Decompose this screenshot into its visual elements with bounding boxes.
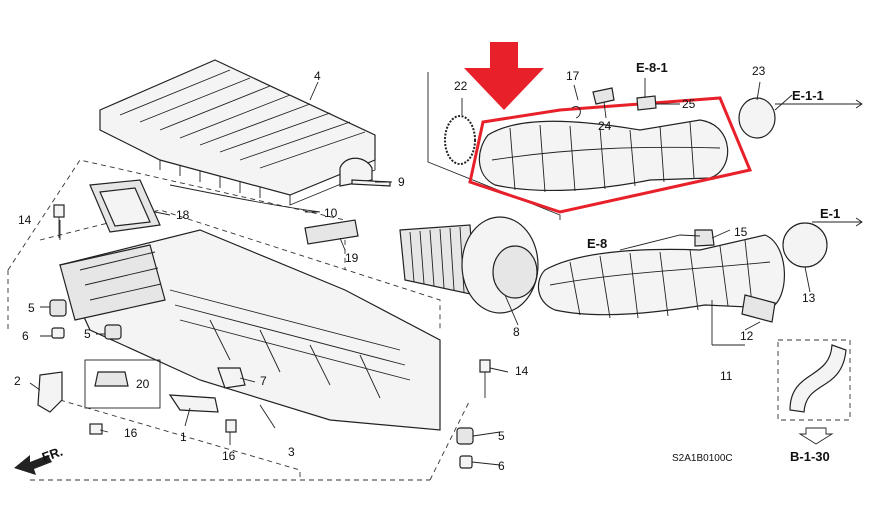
detail-box-20 [84, 359, 161, 409]
hose-detail-box [777, 339, 851, 421]
callout-16-left: 16 [124, 426, 138, 440]
clip-19 [304, 219, 359, 245]
orientation-label: FR. [40, 444, 65, 465]
callout-15: 15 [734, 225, 748, 239]
callout-20: 20 [136, 377, 150, 391]
bolt-14-right [479, 359, 491, 398]
grommet-5-right [456, 427, 474, 445]
callout-8: 8 [513, 325, 520, 339]
collar-6-right [459, 455, 473, 469]
hose-clamp-13 [782, 222, 828, 268]
hose-b130 [789, 344, 847, 413]
callout-5-right: 5 [498, 429, 505, 443]
fitting-12 [741, 294, 776, 323]
front-arrow-icon [14, 455, 52, 475]
filter-gasket-18 [89, 179, 161, 233]
arrow-e-1-1 [775, 99, 863, 109]
highlight-frame [468, 96, 753, 214]
ref-e-1: E-1 [820, 206, 840, 221]
callout-12: 12 [740, 329, 754, 343]
callout-13: 13 [802, 291, 816, 305]
assembly-outline-left [7, 159, 346, 271]
arrow-e-1 [812, 217, 863, 227]
ref-e-8: E-8 [587, 236, 607, 251]
air-cleaner-cover [99, 59, 376, 206]
diagram-code: S2A1B0100C [672, 453, 733, 464]
bracket-2 [37, 371, 63, 413]
grommet-20 [94, 371, 129, 387]
callout-17: 17 [566, 69, 580, 83]
clamp-23 [738, 97, 776, 139]
clip-7 [217, 367, 246, 389]
air-cleaner-housing [59, 229, 441, 431]
grommet-5-left [49, 299, 67, 339]
callout-23: 23 [752, 64, 766, 78]
callout-18: 18 [176, 208, 190, 222]
seal-10 [169, 184, 321, 213]
callout-3: 3 [288, 445, 295, 459]
sensor-24 [592, 87, 615, 105]
bracket-1 [168, 394, 219, 413]
callout-4: 4 [314, 69, 321, 83]
ref-b-1-30: B-1-30 [790, 449, 830, 464]
ref-e-8-1: E-8-1 [636, 60, 668, 75]
clip-9 [351, 179, 391, 187]
ring-22 [444, 115, 476, 165]
bolt-16-left [89, 423, 103, 435]
grommet-5-mid [104, 324, 122, 340]
callout-16-mid: 16 [222, 449, 236, 463]
callout-22: 22 [454, 79, 468, 93]
housing-outline [39, 209, 441, 330]
callout-19: 19 [345, 251, 359, 265]
fitting-25 [636, 95, 657, 111]
callout-6-right: 6 [498, 459, 505, 473]
callout-6-left: 6 [22, 329, 29, 343]
rear-outline [59, 399, 301, 480]
callout-2: 2 [14, 374, 21, 388]
callout-25: 25 [682, 97, 696, 111]
callout-9: 9 [398, 175, 405, 189]
callout-5-left: 5 [28, 301, 35, 315]
bolt-16-mid [225, 419, 237, 433]
callout-5-mid: 5 [84, 327, 91, 341]
callout-11: 11 [720, 369, 733, 383]
intake-tube-11 [537, 234, 786, 319]
clip-17 [571, 106, 581, 119]
callout-14-left: 14 [18, 213, 32, 227]
callout-1: 1 [180, 430, 187, 444]
intake-tube-upper [478, 119, 729, 193]
callout-24: 24 [598, 119, 612, 133]
callout-7: 7 [260, 374, 267, 388]
clip-15 [694, 229, 715, 247]
callout-10: 10 [324, 206, 338, 220]
assembly-outline-bottom [7, 270, 471, 481]
leader-lines [29, 78, 811, 466]
ref-e-1-1: E-1-1 [792, 88, 824, 103]
bolt-14-left [53, 204, 65, 238]
highlight-arrow [464, 42, 544, 110]
arrow-b-1-30 [798, 427, 834, 445]
cone-air-filter [399, 216, 539, 314]
callout-14-right: 14 [515, 364, 529, 378]
